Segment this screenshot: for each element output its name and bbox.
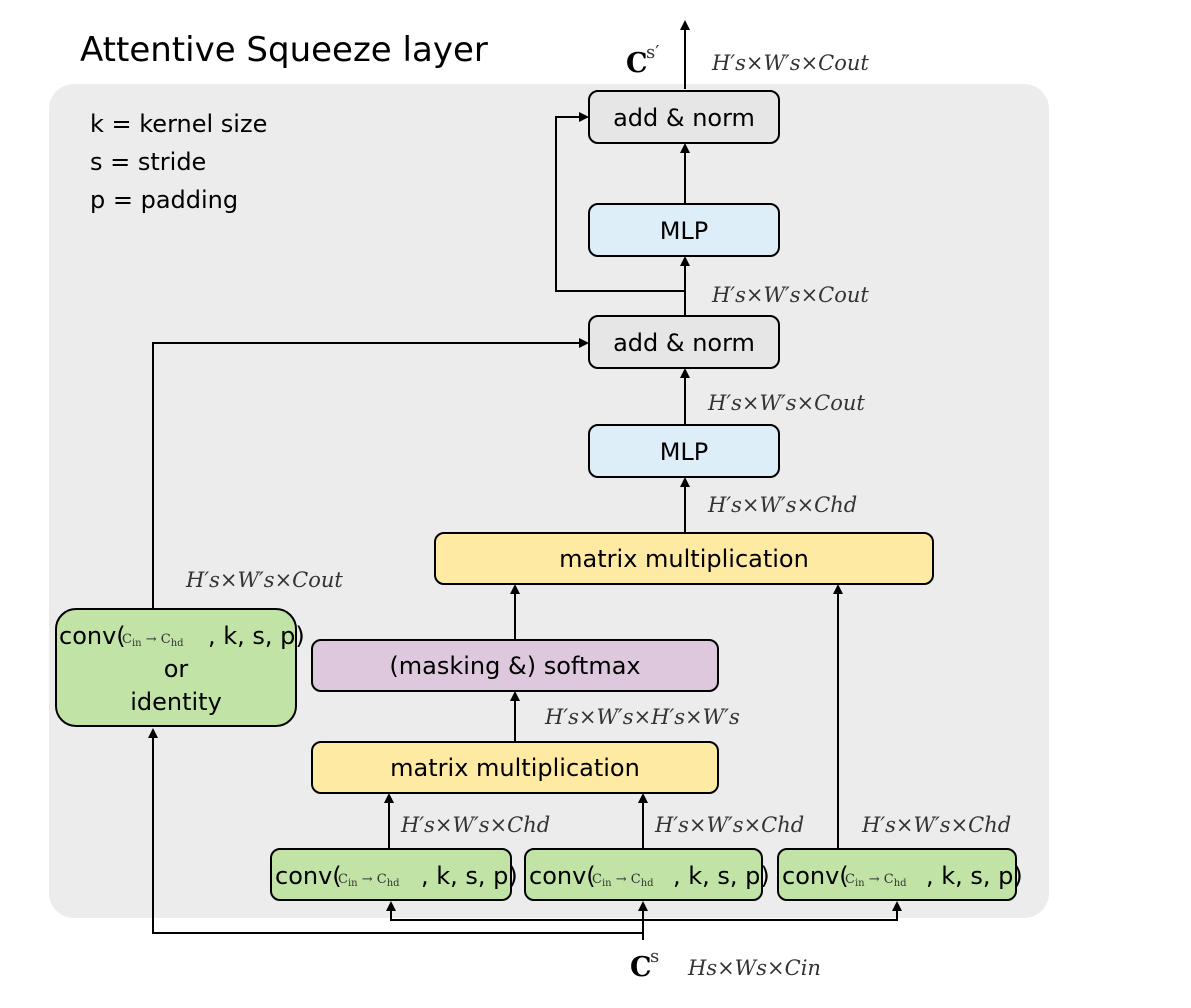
residual-skip-top xyxy=(555,112,685,292)
matmul-bottom-box xyxy=(311,741,719,794)
input-to-v xyxy=(643,901,902,921)
dim-output: H′s×W′s×Cout xyxy=(711,51,869,75)
output-label: C s′ xyxy=(626,42,659,79)
dim-attention: H′s×W′s×H′s×W′s xyxy=(544,705,740,729)
conv-v-channels: Cin → Chd xyxy=(845,872,907,889)
matmul-bottom-label: matrix multiplication xyxy=(390,754,640,782)
dim-v: H′s×W′s×Chd xyxy=(861,813,1011,837)
output-superscript: s′ xyxy=(646,42,659,63)
dim-matmul-output: H′s×W′s×Chd xyxy=(707,493,857,517)
matmul-top-box xyxy=(434,532,934,585)
shortcut-conv-args: , k, s, p) xyxy=(208,622,305,650)
softmax-label: (masking &) softmax xyxy=(389,652,640,680)
layer-panel xyxy=(49,84,1049,918)
legend-padding: p = padding xyxy=(90,186,238,214)
conv-v-prefix: conv( xyxy=(782,862,849,890)
dim-k: H′s×W′s×Chd xyxy=(654,813,804,837)
input-to-q xyxy=(386,901,643,921)
conv-k-args: , k, s, p) xyxy=(673,862,770,890)
legend-kernel: k = kernel size xyxy=(90,110,267,138)
conv-v: conv( Cin → Chd , k, s, p) xyxy=(777,848,1023,901)
mlp-top-label: MLP xyxy=(660,217,709,245)
conv-q-prefix: conv( xyxy=(275,862,342,890)
mlp-mid-label: MLP xyxy=(660,438,709,466)
legend-stride: s = stride xyxy=(90,148,206,176)
shortcut-conv-text: conv( Cin → Chd , k, s, p) or identity xyxy=(59,622,305,716)
conv-k-prefix: conv( xyxy=(529,862,596,890)
conv-v-args: , k, s, p) xyxy=(926,862,1023,890)
conv-q-args: , k, s, p) xyxy=(421,862,518,890)
dim-mlp-mid-output: H′s×W′s×Cout xyxy=(707,391,865,415)
input-label: C s xyxy=(630,946,659,983)
shortcut-path xyxy=(152,338,589,608)
diagram-title: Attentive Squeeze layer xyxy=(80,30,488,70)
input-to-shortcut xyxy=(148,728,643,934)
dim-q: H′s×W′s×Chd xyxy=(400,813,550,837)
output-symbol: C xyxy=(626,48,648,79)
dim-after-add-norm: H′s×W′s×Cout xyxy=(711,283,869,307)
legend: k = kernel size s = stride p = padding xyxy=(90,110,267,214)
conv-k: conv( Cin → Chd , k, s, p) xyxy=(524,848,770,901)
add-norm-top-label: add & norm xyxy=(613,104,755,132)
shortcut-identity: identity xyxy=(130,688,222,716)
shortcut-conv-box xyxy=(55,608,297,727)
matmul-top-label: matrix multiplication xyxy=(559,545,809,573)
dim-input: Hs×Ws×Cin xyxy=(687,956,821,980)
input-symbol: C xyxy=(630,952,652,983)
input-superscript: s xyxy=(650,946,659,967)
shortcut-conv-prefix: conv( xyxy=(59,622,126,650)
conv-q: conv( Cin → Chd , k, s, p) xyxy=(270,848,518,901)
add-norm-mid-label: add & norm xyxy=(613,329,755,357)
dim-shortcut: H′s×W′s×Cout xyxy=(185,568,343,592)
shortcut-or: or xyxy=(164,655,189,683)
